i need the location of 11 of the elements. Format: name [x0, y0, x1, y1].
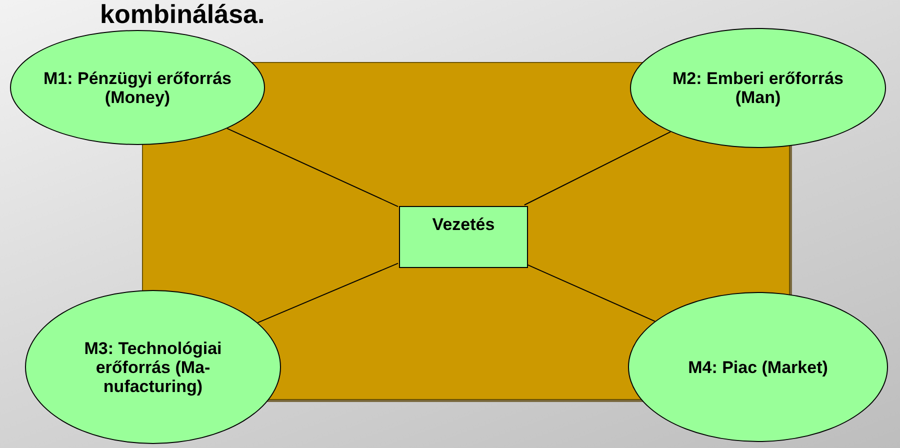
- node-label: Vezetés: [432, 215, 495, 234]
- node-label: M2: Emberi erőforrás (Man): [672, 69, 844, 107]
- connector-line: [257, 262, 398, 324]
- connector-line: [524, 131, 672, 206]
- node-label: M3: Technológiai erőforrás (Ma-nufacturing): [83, 338, 223, 396]
- process-box: [399, 206, 528, 268]
- node-label: M1: Pénzügyi erőforrás (Money): [43, 68, 232, 106]
- connector-line: [226, 128, 398, 208]
- node-label: M4: Piac (Market): [688, 358, 828, 376]
- title: kombinálása.: [100, 0, 265, 28]
- connector-line: [526, 264, 656, 322]
